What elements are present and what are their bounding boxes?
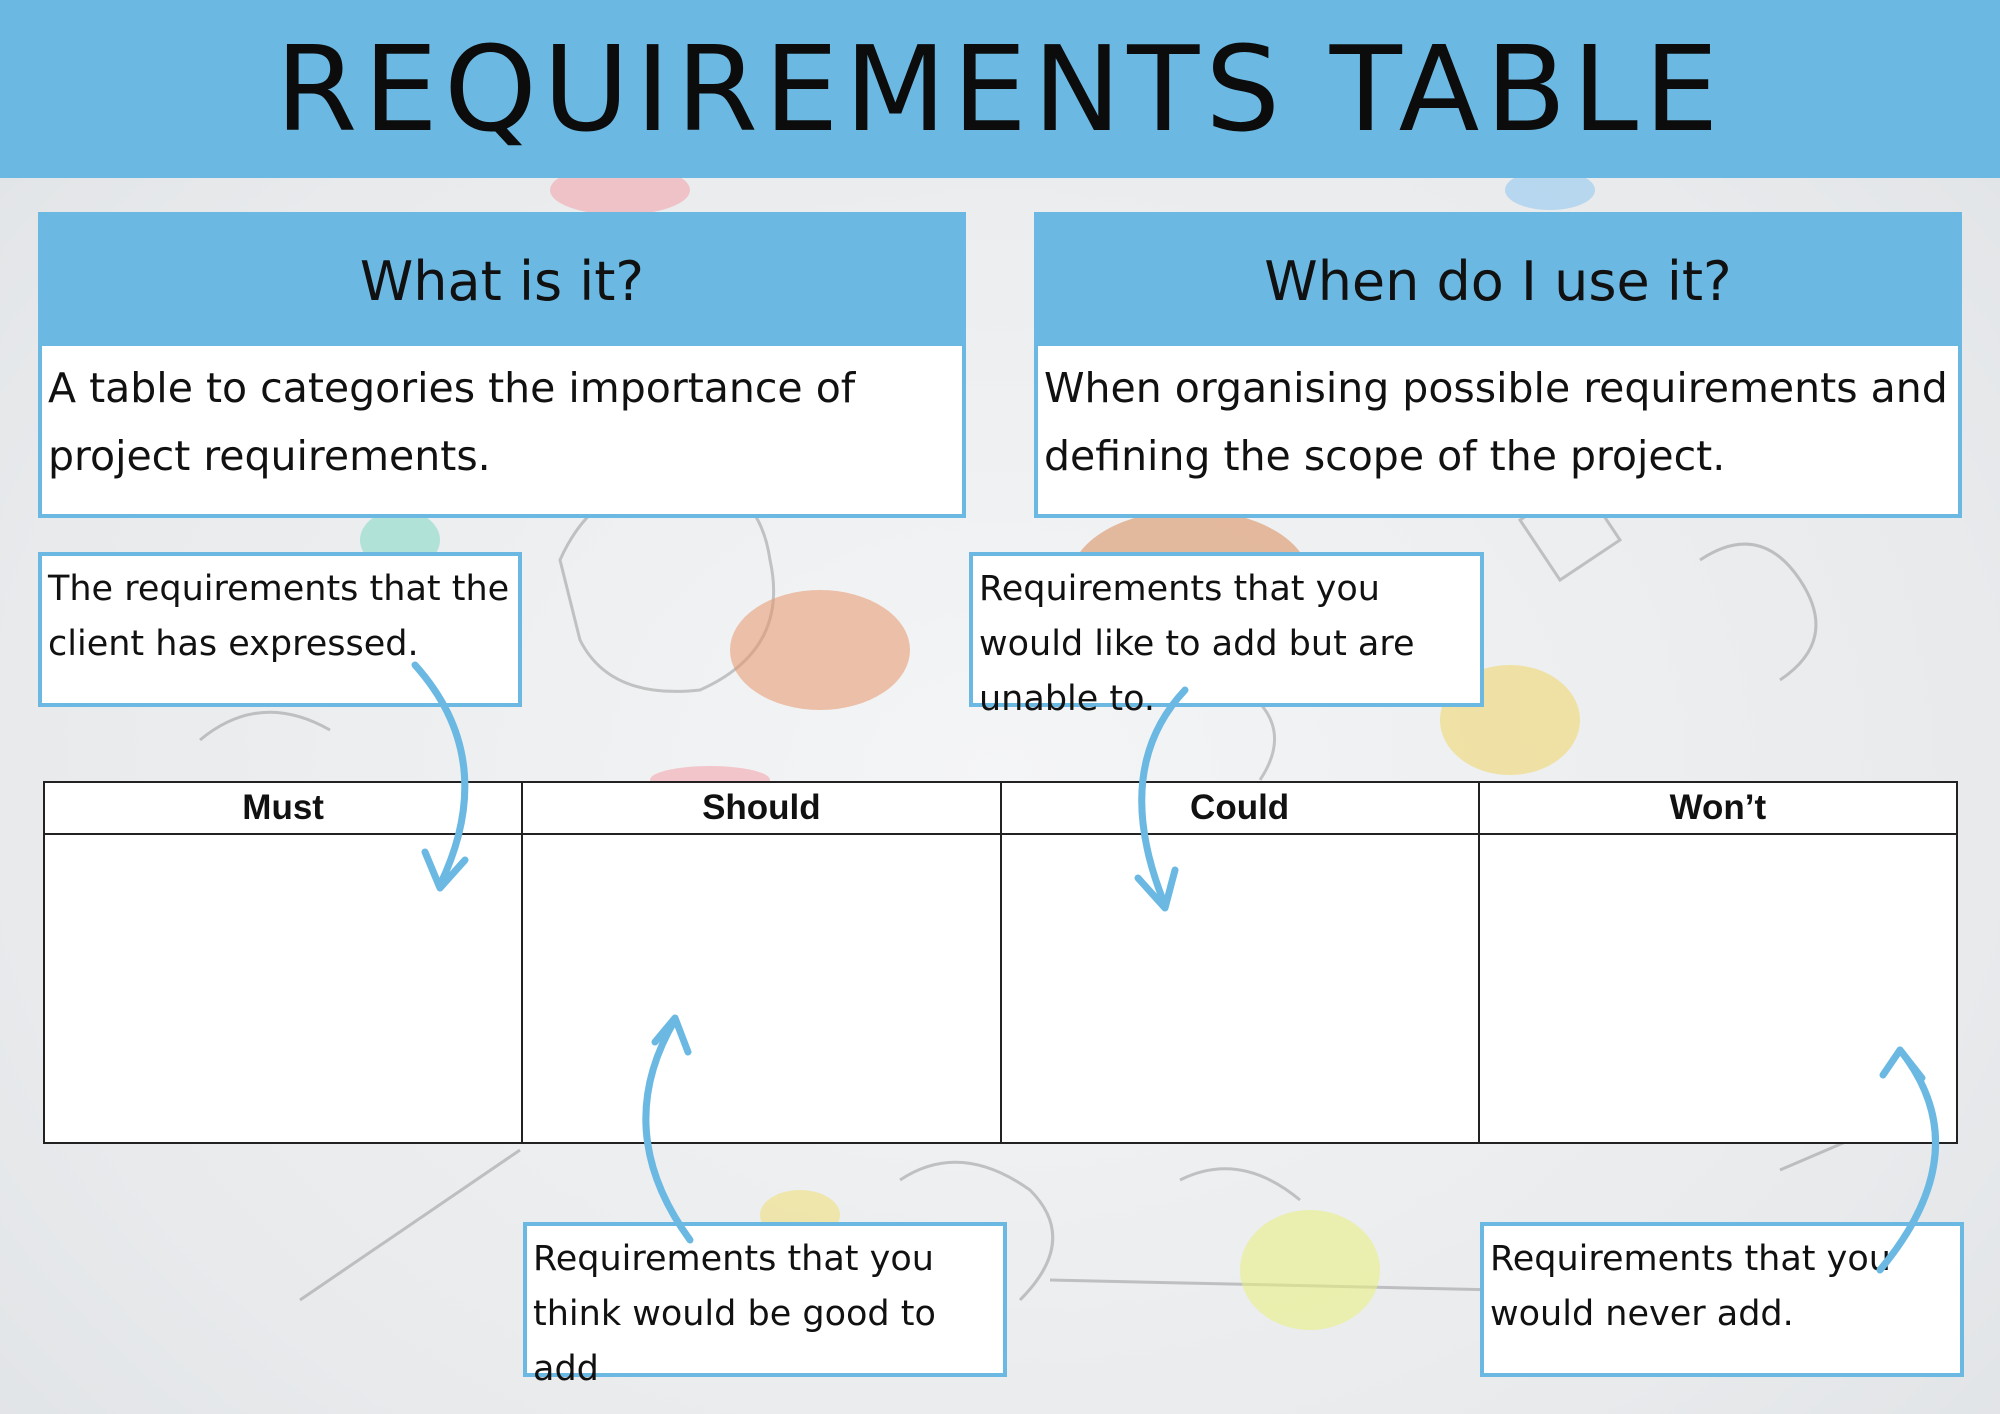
what-is-it-text: A table to categories the importance of … — [48, 364, 856, 480]
column-should: Should — [523, 783, 1002, 1142]
column-header-could: Could — [1001, 783, 1478, 835]
table-cell-could[interactable] — [1002, 835, 1478, 1142]
column-header-must: Must — [45, 783, 522, 835]
note-wont: Requirements that you would never add. — [1480, 1222, 1964, 1377]
what-is-it-heading: What is it? — [42, 216, 962, 346]
column-header-wont: Won’t — [1479, 783, 1956, 835]
note-could: Requirements that you would like to add … — [969, 552, 1484, 719]
column-could: Could — [1001, 783, 1480, 1142]
when-do-i-use-it-box: When do I use it? When organising possib… — [1034, 212, 1962, 518]
when-do-i-use-it-heading: When do I use it? — [1038, 216, 1958, 346]
table-cell-must[interactable] — [45, 835, 521, 1142]
page-title: REQUIREMENTS TABLE — [275, 20, 1725, 158]
note-should: Requirements that you think would be goo… — [523, 1222, 1007, 1389]
when-do-i-use-it-text: When organising possible requirements an… — [1044, 364, 1948, 480]
column-header-should: Should — [523, 783, 1000, 835]
table-cell-should[interactable] — [523, 835, 999, 1142]
requirements-table: Must Should Could Won’t — [43, 781, 1958, 1144]
table-cell-wont[interactable] — [1480, 835, 1956, 1142]
note-must: The requirements that the client has exp… — [38, 552, 522, 707]
column-must: Must — [45, 783, 524, 1142]
what-is-it-box: What is it? A table to categories the im… — [38, 212, 966, 518]
title-banner: REQUIREMENTS TABLE — [0, 0, 2000, 178]
column-wont: Won’t — [1479, 783, 1956, 1142]
